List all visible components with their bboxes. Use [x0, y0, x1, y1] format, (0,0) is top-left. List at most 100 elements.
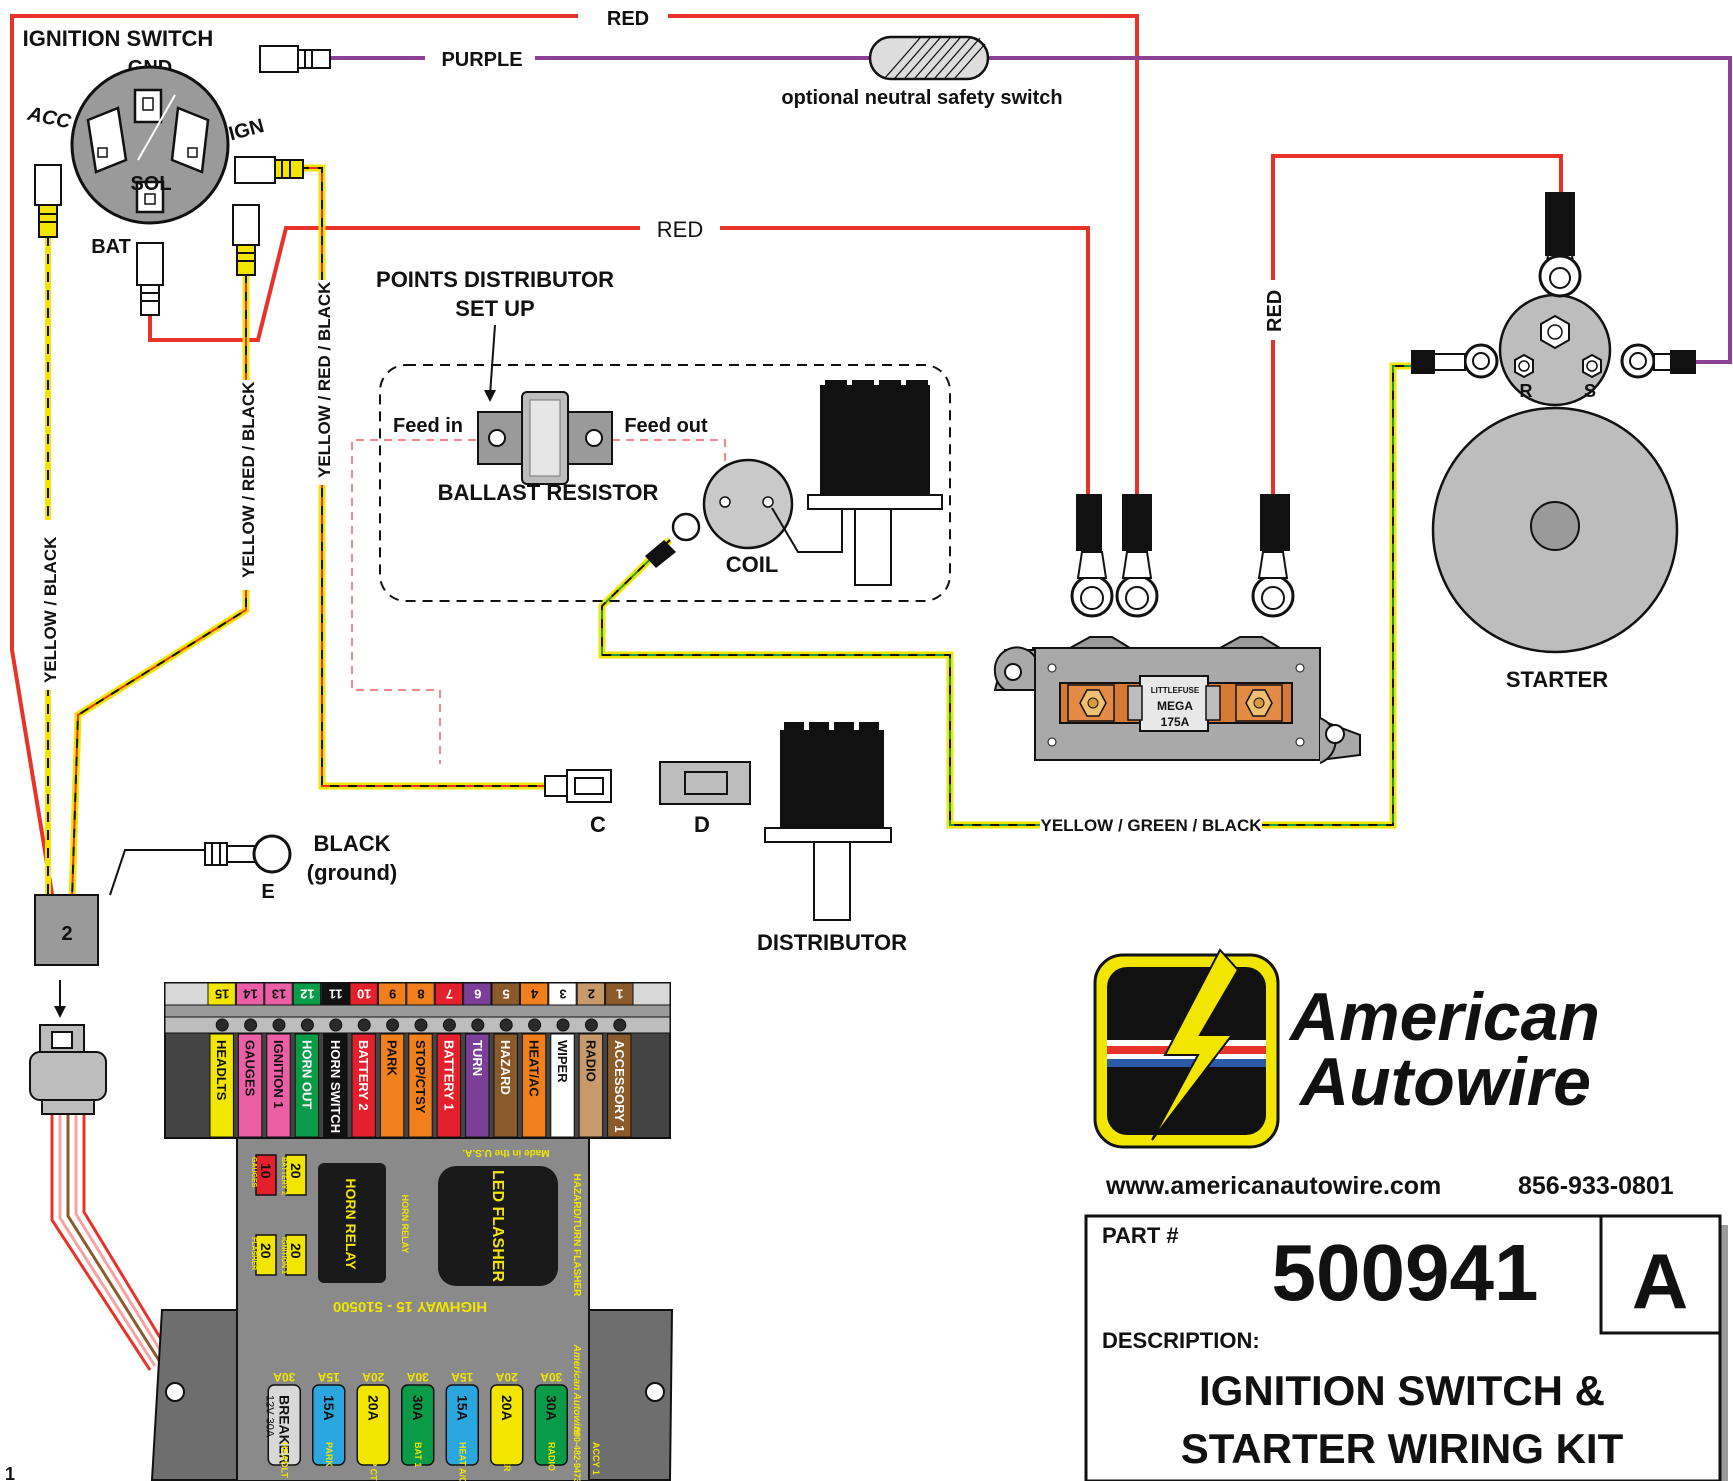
slot-number-bg: [235, 982, 265, 1006]
coil-label: COIL: [726, 552, 779, 577]
neutral-safety-switch: [868, 35, 990, 81]
wire-yellow-red-black-1: [68, 256, 250, 901]
revision: A: [1632, 1237, 1688, 1325]
slot-screw: [357, 1018, 371, 1032]
small-fuse-label: BATTERY 2: [280, 1157, 287, 1195]
slot-number-bg: [519, 982, 549, 1006]
slot-number: 7: [446, 987, 453, 1002]
bottom-fuse-top-label: 30A: [406, 1370, 428, 1384]
slot-number: 4: [530, 987, 538, 1002]
bottom-fuse-label: RADIO: [546, 1442, 556, 1471]
bottom-fuse-amp: 15A: [321, 1395, 337, 1421]
feed-in-label: Feed in: [393, 415, 463, 437]
wire-label-yellow-red-black-1: YELLOW / RED / BLACK: [239, 381, 258, 578]
company-name-line2: Autowire: [1298, 1044, 1591, 1120]
slot-label: RADIO: [583, 1040, 598, 1082]
ignition-switch-body: [70, 65, 230, 225]
connector-c-label: C: [590, 812, 606, 837]
slot-number-bg: [434, 982, 464, 1006]
slot-wire-2: [578, 1033, 604, 1138]
ignition-switch-title: IGNITION SWITCH: [23, 26, 214, 51]
distributor-label: DISTRIBUTOR: [757, 930, 907, 955]
slot-wire-6: [465, 1033, 490, 1138]
connector-e-label: E: [261, 881, 274, 903]
slot-screw: [272, 1018, 286, 1032]
slot-screw: [329, 1018, 343, 1032]
slot-number: 6: [474, 987, 481, 1002]
ballast-label: BALLAST RESISTOR: [438, 480, 659, 505]
slot-label: HORN OUT: [299, 1040, 314, 1109]
label-bg: [310, 280, 334, 485]
feed-out-label: Feed out: [624, 415, 708, 437]
fuse-holder: [993, 494, 1361, 764]
points-title-line1: POINTS DISTRIBUTOR: [376, 267, 614, 292]
made-in-label: Made in the U.S.A.: [462, 1147, 549, 1158]
label-bg: [36, 520, 60, 690]
slot-wire-5: [493, 1033, 518, 1138]
slot-number-bg: [576, 982, 606, 1006]
label-bg: [234, 380, 258, 590]
slot-screw: [471, 1018, 485, 1032]
slot-wire-13: [266, 1033, 291, 1138]
description-line2: STARTER WIRING KIT: [1181, 1425, 1624, 1472]
small-fuse: [255, 1154, 277, 1196]
wire-red-top: [10, 14, 1139, 901]
slot-label: ACCESSORY 1: [612, 1040, 627, 1132]
bottom-fuse-label: PARK: [324, 1442, 334, 1467]
slot-label: GAUGES: [243, 1040, 258, 1097]
bottom-fuse-top-label: 15A: [451, 1370, 473, 1384]
small-fuse-amp: 10: [258, 1163, 274, 1179]
bottom-fuse-top-label: 30A: [540, 1370, 562, 1384]
slot-label: BATTERY 1: [441, 1040, 456, 1111]
slot-number: 8: [417, 987, 424, 1002]
slot-wire-15: [209, 1033, 234, 1138]
label-bg: [425, 44, 535, 72]
slot-wire-8: [408, 1033, 433, 1138]
points-setup-box: [379, 364, 951, 602]
slot-wire-10: [351, 1033, 376, 1138]
bottom-fuse-label: BAT 1: [413, 1442, 423, 1467]
slot-number-bg: [264, 982, 293, 1006]
small-fuse-amp: 20: [258, 1243, 274, 1259]
fuse-rating: 175A: [1161, 715, 1190, 729]
label-bg: [1259, 280, 1287, 340]
wire-label-red-mid: RED: [657, 217, 703, 242]
company-website: www.americanautowire.com: [1105, 1172, 1441, 1200]
slot-label: PARK: [385, 1040, 400, 1076]
slot-number-bg: [377, 982, 407, 1006]
wire-red-mid: [148, 226, 1090, 495]
slot-number: 5: [503, 987, 510, 1002]
slot-screw: [584, 1018, 598, 1032]
ignition-ign-label: IGN: [226, 115, 266, 145]
fuse-block-phone: 800-482-9473: [572, 1427, 582, 1481]
horn-relay-small-label: HORN RELAY: [400, 1195, 410, 1254]
slot-number-bg: [207, 982, 236, 1006]
bottom-fuse-label: WIPER: [502, 1442, 512, 1472]
points-distributor: [807, 380, 943, 586]
wire-label-red-vertical: RED: [1264, 290, 1286, 332]
title-block: [1084, 1214, 1728, 1481]
wire-feed-in-dashed: [351, 439, 490, 764]
ignition-bat-label: BAT: [91, 236, 131, 258]
bottom-fuse-amp: 30A: [410, 1395, 426, 1421]
small-fuse: [255, 1234, 277, 1276]
small-fuse-label: GAUGES: [250, 1157, 257, 1188]
description-line1: IGNITION SWITCH &: [1199, 1367, 1605, 1414]
slot-label: IGNITION 1: [271, 1040, 286, 1109]
company-logo: [1093, 948, 1280, 1149]
slot-screw: [244, 1018, 258, 1032]
fuse-type: MEGA: [1157, 699, 1193, 713]
fuse-block-brand: American Autowire: [571, 1344, 582, 1436]
slot-number-bg: [463, 982, 492, 1006]
bottom-fuse-amp: 30A: [543, 1395, 559, 1421]
bottom-fuse-amp: 15A: [454, 1395, 470, 1421]
connector-c: [544, 769, 612, 803]
wire-ground: [109, 849, 212, 896]
slot-wire-4: [521, 1033, 547, 1138]
slot-number: 9: [389, 987, 396, 1002]
slot-number: 13: [272, 987, 286, 1002]
bottom-fuse: [445, 1384, 479, 1466]
